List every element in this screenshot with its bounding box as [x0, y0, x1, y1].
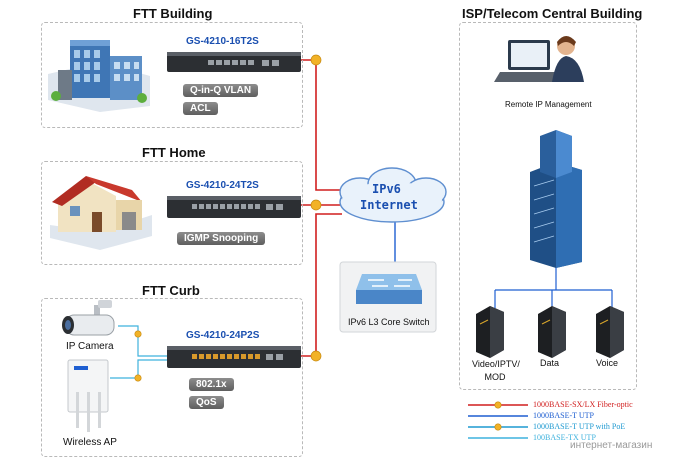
core-switch-label: IPv6 L3 Core Switch — [348, 317, 430, 327]
ftt-home-panel — [41, 161, 303, 265]
isp-central-title: ISP/Telecom Central Building — [462, 6, 643, 21]
server-video-iptv — [476, 306, 504, 358]
ftt-home-title: FTT Home — [142, 145, 206, 160]
poe-links — [110, 325, 168, 379]
legend-label-utp: 1000BASE-T UTP — [533, 411, 594, 420]
poe-junction-dots — [134, 330, 142, 382]
ip-camera-label: IP Camera — [66, 341, 114, 352]
core-switch-illustration — [339, 261, 437, 333]
feature-badge: ACL — [183, 102, 218, 115]
building-switch-model: GS-4210-16T2S — [186, 36, 259, 47]
remote-ip-management-label: Remote IP Management — [505, 100, 592, 109]
server-links — [494, 262, 613, 310]
server-label-data: Data — [540, 358, 560, 368]
fiber-links — [300, 59, 342, 357]
feature-badge: Q-in-Q VLAN — [183, 84, 259, 97]
switch-gs-4210-24p2s — [167, 346, 301, 368]
central-office-tower-illustration — [530, 130, 582, 268]
feature-badge: IGMP Snooping — [177, 232, 266, 245]
ipv6-internet-cloud — [339, 167, 447, 223]
curb-switch-model: GS-4210-24P2S — [186, 330, 260, 341]
feature-badge: QoS — [189, 396, 224, 409]
legend-label-fiber: 1000BASE-SX/LX Fiber-optic — [533, 400, 633, 409]
remote-management-illustration — [494, 36, 584, 82]
ftt-building-panel — [41, 22, 303, 128]
ip-camera-illustration — [62, 300, 115, 336]
home-switch-model: GS-4210-24T2S — [186, 180, 259, 191]
house-illustration — [50, 176, 152, 250]
legend-lines — [468, 401, 528, 439]
uplink-beam — [416, 189, 537, 297]
server-data — [538, 306, 566, 358]
server-voice — [596, 306, 624, 358]
office-building-illustration — [48, 40, 150, 112]
switch-gs-4210-24t2s — [167, 196, 301, 218]
server-label-voice: Voice — [596, 358, 619, 368]
watermark: интернет-магазин — [570, 440, 653, 451]
ftt-curb-title: FTT Curb — [142, 283, 200, 298]
fiber-junction-dots — [310, 54, 322, 362]
ftt-building-title: FTT Building — [133, 6, 213, 21]
legend-label-100base: 100BASE-TX UTP — [533, 433, 596, 442]
wireless-ap-illustration — [67, 359, 109, 432]
ftt-curb-panel — [41, 298, 303, 457]
legend-label-utp-poe: 1000BASE-T UTP with PoE — [533, 422, 626, 431]
wireless-ap-label: Wireless AP — [63, 437, 117, 448]
cloud-label-ipv6: IPv6 — [372, 182, 401, 196]
isp-central-panel — [459, 22, 637, 390]
cloud-label-internet: Internet — [360, 198, 418, 212]
server-label-video: Video/IPTV/ MOD — [472, 359, 520, 382]
feature-badge: 802.1x — [189, 378, 234, 391]
switch-gs-4210-16t2s — [167, 52, 301, 72]
